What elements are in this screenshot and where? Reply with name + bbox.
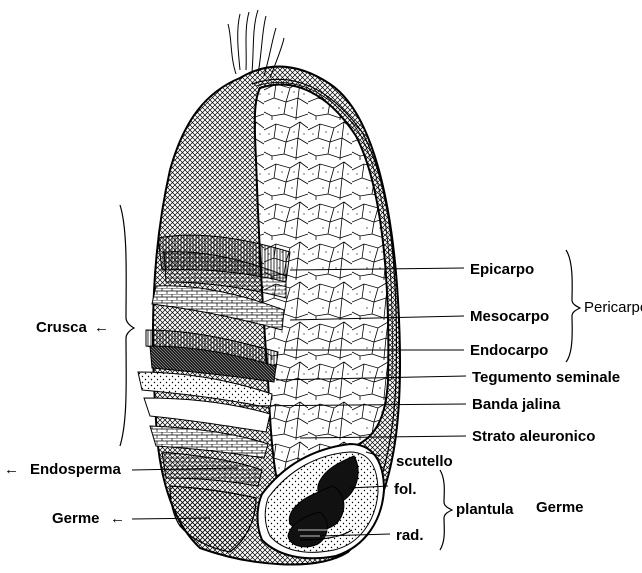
germe-bracket: [440, 470, 452, 550]
crusca-bracket: [120, 205, 134, 446]
label-mesocarpo: Mesocarpo: [470, 308, 549, 325]
label-endosperma: Endosperma: [30, 461, 122, 478]
label-crusca: Crusca: [36, 319, 88, 336]
label-scutello: scutello: [396, 453, 453, 470]
crusca-arrow: ←: [94, 319, 109, 336]
label-epicarpo: Epicarpo: [470, 261, 534, 278]
label-strato-aleuronico: Strato aleuronico: [472, 428, 595, 445]
label-endocarpo: Endocarpo: [470, 342, 548, 359]
label-germe-right: Germe: [536, 499, 584, 516]
germe-arrow: ←: [110, 510, 125, 527]
label-germe-left: Germe: [52, 510, 100, 527]
label-banda-jalina: Banda jalina: [472, 396, 561, 413]
label-pericarpo: Pericarpo: [584, 299, 642, 316]
label-tegumento-seminale: Tegumento seminale: [472, 369, 620, 386]
endosperma-arrow: ←: [4, 461, 19, 478]
label-rad: rad.: [396, 527, 424, 544]
label-plantula: plantula: [456, 501, 514, 518]
pericarpo-bracket: [566, 250, 580, 362]
label-fol: fol.: [394, 481, 417, 498]
